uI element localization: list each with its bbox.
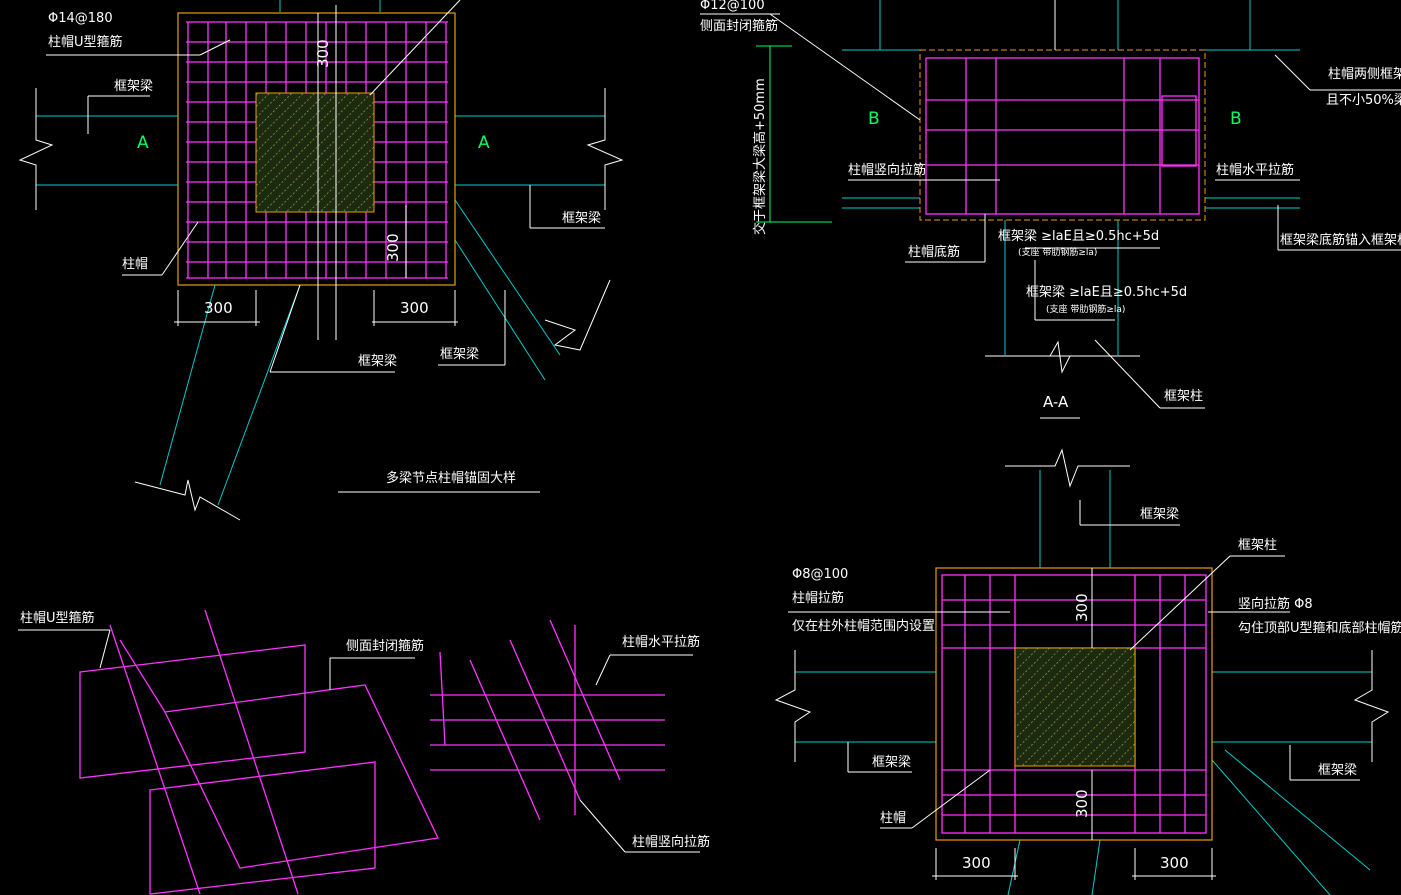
section-aa: Φ12@100 侧面封闭箍筋 柱帽两侧框架梁钢 且不小50%梁顶 B B 柱帽竖… [700, 0, 1401, 419]
cap-side-beam-note-2: 且不小50%梁顶 [1326, 93, 1401, 108]
frame-beam-label: 框架梁 [1318, 763, 1357, 778]
cap-vertical-tie-label: 柱帽竖向拉筋 [632, 834, 710, 850]
side-closed-stirrup-spec: Φ12@100 [700, 0, 765, 13]
dim-300: 300 [1073, 789, 1091, 818]
section-aa-title: A-A [1043, 393, 1069, 411]
stirrup-spec-label: Φ14@180 [48, 11, 113, 26]
detail-title: 多梁节点柱帽锚固大样 [386, 470, 516, 486]
leader-lines [46, 0, 605, 493]
cap-vertical-tie-label: 柱帽竖向拉筋 [848, 162, 926, 178]
frame-beam-label: 框架梁 [562, 211, 601, 226]
beam-lines [36, 0, 605, 506]
section-bb-plan: Φ8@100 柱帽拉筋 仅在柱外柱帽范围内设置 框架梁 框架柱 竖向拉筋 Φ8 … [774, 448, 1401, 895]
leader-lines [788, 500, 1360, 880]
cap-tie-note: 仅在柱外柱帽范围内设置 [792, 618, 935, 634]
dim-300: 300 [204, 299, 233, 317]
section-b-left: B [868, 109, 880, 129]
dim-300: 300 [400, 299, 429, 317]
section-a-right: A [478, 133, 490, 153]
cap-label: 柱帽 [880, 810, 906, 826]
vertical-tie-spec: 竖向拉筋 Φ8 [1238, 596, 1313, 612]
break-line [1040, 340, 1080, 374]
cap-outline [935, 567, 1213, 841]
cap-tie-label: 柱帽拉筋 [792, 590, 844, 606]
beam-lines [795, 470, 1372, 895]
frame-beam-label: 框架梁 [1140, 507, 1179, 522]
break-lines [774, 448, 1390, 762]
anchor-sub-label: (支座 带肋钢筋≥la) [1018, 246, 1097, 258]
tie-spec-label: Φ8@100 [792, 567, 848, 582]
cap-bottom-bar-label: 柱帽底筋 [908, 244, 960, 260]
frame-beam-label: 框架梁 [440, 347, 479, 362]
cap-horizontal-tie-label: 柱帽水平拉筋 [1216, 162, 1294, 178]
cap-outline [919, 49, 1206, 221]
frame-column-label: 框架柱 [1238, 538, 1277, 553]
frame-beam-label: 框架梁 [358, 354, 397, 369]
frame-column-label: 框架柱 [1164, 389, 1203, 404]
anchor-sub-label: (支座 带肋钢筋≥la) [1046, 303, 1125, 315]
anchor-rule-label: 框架梁 ≥laE且≥0.5hc+5d [998, 229, 1159, 244]
side-closed-stirrup-label: 侧面封闭箍筋 [346, 638, 424, 654]
beam-lines [842, 0, 1300, 355]
plan-detail-top-left: Φ14@180 柱帽U型箍筋 框架梁 A A 柱帽 框架梁 框架梁 框架梁 30… [18, 0, 624, 521]
side-closed-stirrup-label: 侧面封闭箍筋 [700, 18, 778, 34]
height-dim [756, 45, 832, 223]
cap-horizontal-tie-label: 柱帽水平拉筋 [622, 634, 700, 650]
cap-label: 柱帽 [122, 256, 148, 272]
cap-outline [177, 12, 456, 286]
dim-300: 300 [384, 233, 402, 262]
rebar [925, 57, 1200, 215]
rebar-3d-sketch: 柱帽U型箍筋 侧面封闭箍筋 柱帽水平拉筋 柱帽竖向拉筋 [18, 609, 710, 895]
height-note-label: 交于框架梁大梁高+50mm [752, 78, 768, 235]
column-section [1014, 647, 1136, 767]
frame-beam-label: 框架梁 [872, 755, 911, 770]
beam-bottom-into-column-label: 框架梁底筋锚入框架柱 [1280, 232, 1401, 248]
leader-lines [18, 629, 700, 853]
dim-300: 300 [1160, 854, 1189, 872]
dim-300: 300 [1073, 593, 1091, 622]
frame-beam-label: 框架梁 [114, 79, 153, 94]
leader-lines [700, 0, 1401, 419]
section-a-left: A [137, 133, 149, 153]
section-b-right: B [1230, 109, 1242, 129]
rebar-sketch [79, 609, 665, 895]
anchor-rule-label: 框架梁 ≥laE且≥0.5hc+5d [1026, 285, 1187, 300]
cap-side-beam-note-1: 柱帽两侧框架梁钢 [1328, 66, 1401, 82]
cap-u-stirrup-label: 柱帽U型箍筋 [48, 34, 123, 50]
column-section [255, 92, 375, 213]
vertical-tie-note: 勾住顶部U型箍和底部柱帽筋 [1238, 620, 1401, 636]
break-lines [18, 88, 624, 521]
dim-300: 300 [962, 854, 991, 872]
cap-u-stirrup-label: 柱帽U型箍筋 [20, 610, 95, 626]
dimension-lines [174, 290, 458, 326]
dim-300: 300 [314, 39, 332, 68]
